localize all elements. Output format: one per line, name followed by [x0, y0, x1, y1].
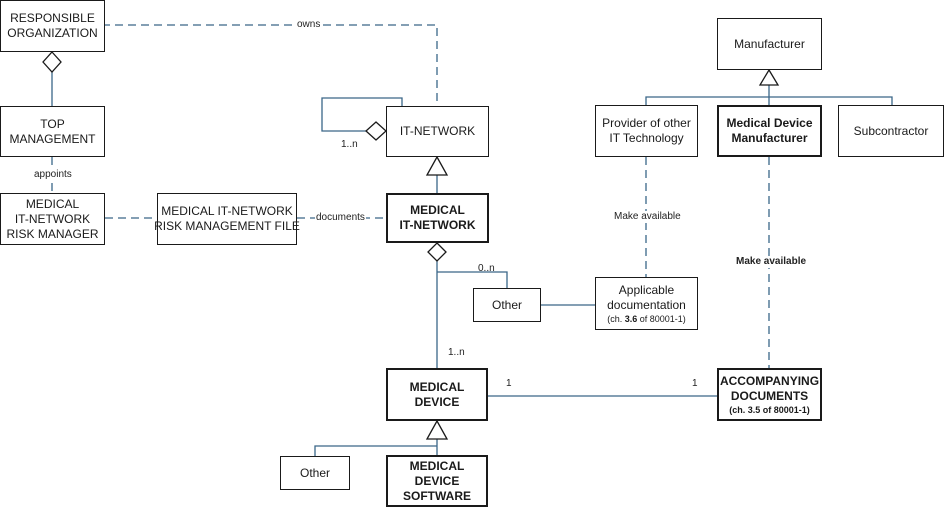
link-mit-other: [437, 271, 508, 288]
other-mid-box: Other: [473, 288, 541, 322]
aggregation-diamond-org: [42, 51, 62, 73]
link-other-bottom: [314, 445, 437, 456]
make-available-manufacturer-label: Make available: [735, 256, 808, 268]
aggregation-diamond-mit: [427, 242, 447, 262]
owns-label: owns: [296, 19, 322, 31]
it-network-box: IT-NETWORK: [386, 106, 489, 157]
inheritance-triangle-manufacturer: [758, 68, 780, 86]
inheritance-triangle-device: [425, 419, 449, 440]
applicable-documentation-box: Applicable documentation (ch. 3.6 of 800…: [595, 277, 698, 330]
applicable-doc-reference: (ch. 3.6 of 80001-1): [607, 313, 686, 324]
other-multiplicity: 0..n: [478, 263, 495, 274]
assoc-left-multiplicity: 1: [506, 378, 512, 389]
other-bottom-box: Other: [280, 456, 350, 490]
make-available-provider-label: Make available: [613, 211, 682, 223]
documents-label: documents: [315, 212, 366, 224]
link-it-network-self: [321, 97, 403, 132]
subcontractor-box: Subcontractor: [838, 105, 944, 157]
accompanying-documents-box: ACCOMPANYING DOCUMENTS (ch. 3.5 of 80001…: [717, 368, 822, 421]
manufacturer-box: Manufacturer: [717, 18, 822, 70]
inheritance-triangle-mit: [425, 155, 449, 176]
link-manufacturer-branches: [645, 96, 893, 105]
device-multiplicity: 1..n: [448, 347, 465, 358]
it-network-self-multiplicity: 1..n: [341, 139, 358, 150]
assoc-right-multiplicity: 1: [692, 378, 698, 389]
dash-owns: [102, 24, 438, 106]
appoints-label: appoints: [33, 169, 73, 181]
aggregation-diamond-it-network: [365, 121, 387, 141]
